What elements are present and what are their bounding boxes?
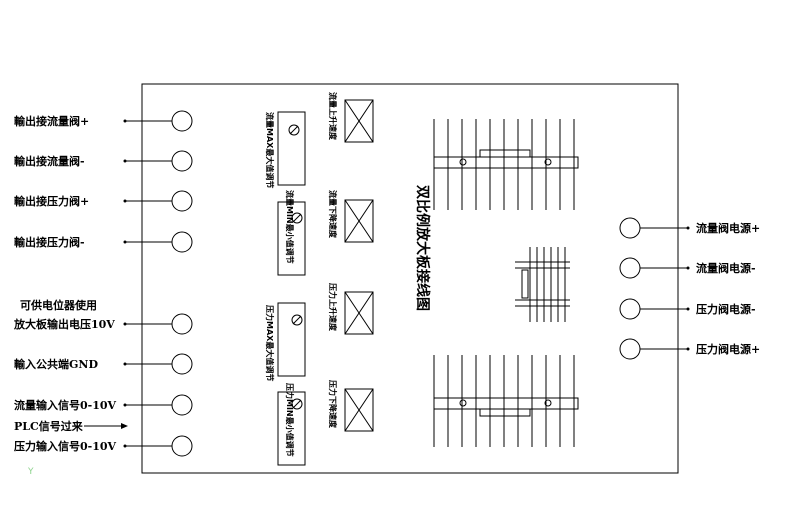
terminal-label: 流量输入信号0-10V [14,398,117,412]
ramp-adjuster[interactable]: 压力下降速度 [328,380,374,432]
plc-signal-note: PLC信号过来 [14,419,128,433]
plc-note-label: PLC信号过来 [14,419,84,433]
heatsink-middle [515,247,570,322]
right-terminal[interactable]: 流量阀电源- [619,257,756,279]
terminal-label: 輸出接压力阀- [14,235,85,249]
terminal-label: 流量阀电源+ [696,221,760,235]
ramp-label: 压力下降速度 [328,380,338,429]
board-title: 双比例放大板接线图 [414,185,431,311]
terminal-label: 輸出接流量阀+ [14,114,89,128]
pot-label-min: 压力MIN最小值调节 [285,383,295,457]
pot-label-max: 流量MAX最大值调节 [265,112,275,188]
left-terminal[interactable]: 压力输入信号0-10V [14,435,193,457]
watermark-mark-icon: Y [27,467,34,477]
left-terminal[interactable]: 可供电位器使用 放大板输出电压10V [13,298,193,335]
amplifier-board [141,83,679,474]
left-terminal[interactable]: 輸出接压力阀+ [14,190,193,212]
right-terminal[interactable]: 压力阀电源- [619,298,756,320]
terminal-label: 压力阀电源- [696,302,756,316]
ramp-label: 流量上升速度 [328,92,338,141]
terminal-label: 放大板输出电压10V [13,317,115,331]
terminal-label: 輸入公共端GND [14,357,98,371]
right-terminal-group: 流量阀电源+ 流量阀电源- 压力阀电源- 压力阀电源+ [619,217,760,360]
potentiometer-pressure[interactable]: 压力MAX最大值调节 压力MIN最小值调节 [265,302,306,466]
terminal-label: 压力阀电源+ [696,342,760,356]
ramp-adjuster[interactable]: 流量下降速度 [328,190,374,243]
pot-label-max: 压力MAX最大值调节 [265,305,275,381]
terminal-label: 輸出接压力阀+ [14,194,89,208]
right-terminal[interactable]: 流量阀电源+ [619,217,760,239]
left-terminal[interactable]: 輸入公共端GND [14,353,193,375]
terminal-label-secondary: 可供电位器使用 [20,298,97,312]
left-terminal[interactable]: 輸出接压力阀- [14,231,193,253]
potentiometer-flow[interactable]: 流量MAX最大值调节 流量MIN最小值调节 [265,111,306,276]
ramp-adjuster[interactable]: 压力上升速度 [328,283,374,335]
terminal-label: 輸出接流量阀- [14,154,85,168]
left-terminal-group: 輸出接流量阀+ 輸出接流量阀- 輸出接压力阀+ 輸出接压力阀- 可供电位器使用 … [13,110,193,457]
left-terminal[interactable]: 輸出接流量阀- [14,150,193,172]
right-terminal[interactable]: 压力阀电源+ [619,338,760,360]
terminal-label: 流量阀电源- [696,261,756,275]
left-terminal[interactable]: 輸出接流量阀+ [14,110,193,132]
heatsink-top [433,119,579,210]
pot-label-min: 流量MIN最小值调节 [285,190,295,264]
ramp-label: 流量下降速度 [328,190,338,239]
ramp-adjuster[interactable]: 流量上升速度 [328,92,374,143]
terminal-label: 压力输入信号0-10V [14,439,117,453]
ramp-label: 压力上升速度 [328,283,338,332]
left-terminal[interactable]: 流量输入信号0-10V [14,394,193,416]
heatsink-bottom [433,355,579,447]
